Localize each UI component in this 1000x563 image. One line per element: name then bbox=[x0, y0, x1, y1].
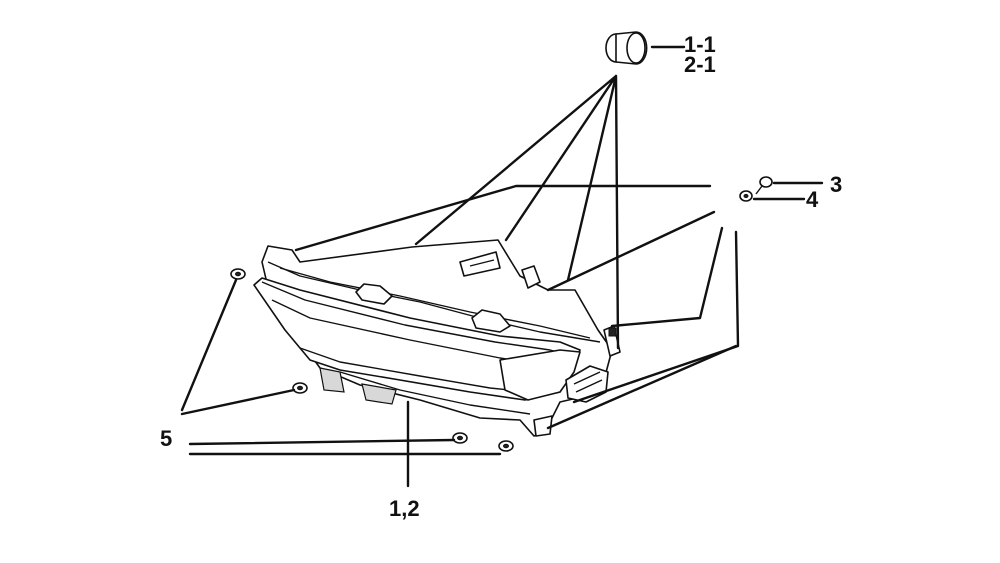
screw-head bbox=[759, 176, 773, 188]
leader-5-c bbox=[188, 438, 456, 446]
leader-5-a bbox=[180, 278, 238, 412]
rear-connector bbox=[521, 265, 541, 289]
post-terminal bbox=[608, 327, 617, 337]
bracket-slot bbox=[469, 259, 495, 267]
lower-socket-center bbox=[361, 383, 397, 405]
grommet-3[interactable] bbox=[452, 432, 468, 444]
headlight-assembly[interactable] bbox=[253, 239, 621, 437]
rim-clip-left bbox=[355, 283, 393, 305]
lens-bottom-edge bbox=[299, 347, 531, 393]
housing-lower-edge bbox=[339, 371, 531, 415]
lower-socket-left bbox=[319, 367, 345, 393]
callout-1-1: 1-1 bbox=[684, 32, 716, 57]
callout-2-1: 2-1 bbox=[684, 52, 716, 77]
leader-frame-right bbox=[546, 210, 716, 292]
mount-ribs bbox=[573, 371, 603, 393]
leader-frame-upper bbox=[294, 184, 712, 252]
housing-rim-inner bbox=[279, 267, 591, 339]
lower-mount-foot bbox=[533, 415, 553, 437]
housing-rim bbox=[267, 261, 601, 343]
leader-lines bbox=[180, 45, 824, 488]
callout-1-2: 1,2 bbox=[389, 496, 420, 521]
leader-5-b bbox=[180, 388, 296, 416]
washer-hole bbox=[743, 193, 749, 199]
leader-to-mount bbox=[546, 344, 738, 430]
leader-frame-bracket bbox=[572, 230, 740, 404]
callout-3: 3 bbox=[830, 172, 842, 197]
rim-clip-center bbox=[471, 309, 511, 333]
leader-frame-vertical bbox=[610, 226, 724, 328]
screw-part[interactable] bbox=[755, 176, 773, 195]
grommet-2[interactable] bbox=[292, 382, 308, 394]
callout-5: 5 bbox=[160, 426, 172, 451]
right-post bbox=[603, 325, 621, 357]
grommet-4[interactable] bbox=[498, 440, 514, 452]
bulb-socket-part[interactable] bbox=[605, 31, 648, 65]
leader-socket-fan bbox=[414, 74, 620, 350]
grommet-1[interactable] bbox=[230, 268, 246, 280]
socket-cap-right bbox=[626, 32, 646, 64]
washer-part-top[interactable] bbox=[739, 190, 753, 202]
screw-shank bbox=[755, 185, 763, 195]
callout-4: 4 bbox=[806, 187, 819, 212]
